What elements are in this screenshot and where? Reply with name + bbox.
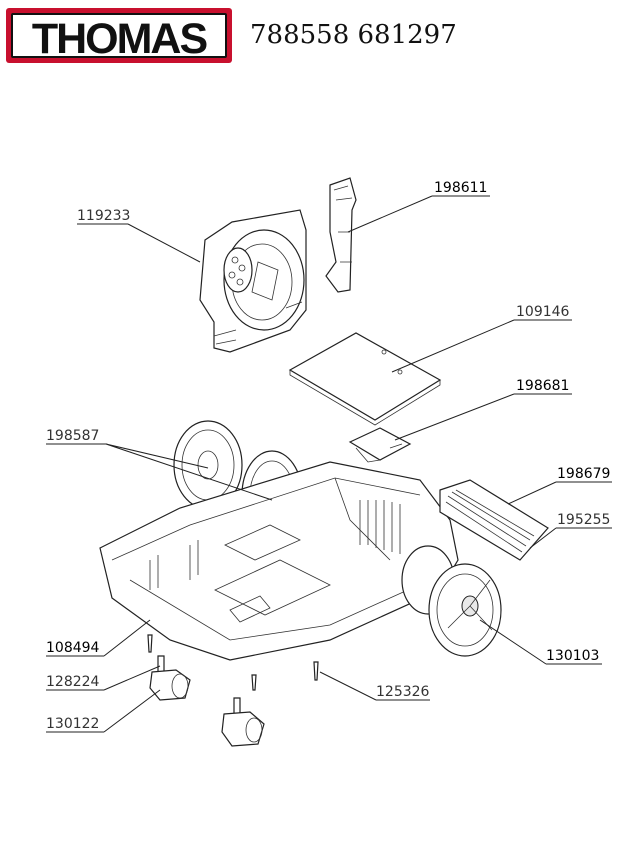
label-198679: 198679: [557, 466, 610, 482]
part-130103-rear-wheel: [401, 545, 502, 657]
part-119233-motor-housing: [199, 209, 307, 353]
label-198681: 198681: [516, 378, 569, 394]
label-128224: 128224: [46, 674, 100, 690]
label-125326: 125326: [376, 684, 430, 700]
label-198611: 198611: [434, 180, 487, 196]
part-198679-grille: [439, 479, 549, 561]
model-numbers: 788558 681297: [250, 20, 457, 50]
label-130103: 130103: [546, 648, 599, 664]
logo-text: THOMAS: [31, 15, 208, 63]
label-109146: 109146: [516, 304, 570, 320]
part-screws: [147, 634, 319, 691]
label-198587: 198587: [46, 428, 99, 444]
part-108494-base-body: [99, 461, 459, 661]
logo-inner: THOMAS: [11, 13, 227, 63]
label-195255: 195255: [557, 512, 610, 528]
leader-lines: [46, 195, 612, 733]
part-109146-filter-plate: [288, 332, 442, 426]
brand-logo: THOMAS: [6, 8, 232, 63]
part-labels: 198611 119233 109146 198681 198587 19867…: [46, 180, 610, 732]
label-130122: 130122: [46, 716, 99, 732]
label-108494: 108494: [46, 640, 100, 656]
label-119233: 119233: [77, 208, 130, 224]
part-130122-casters: [149, 655, 265, 747]
part-198611-bracket: [325, 177, 357, 293]
part-198681-small-plate: [348, 427, 412, 463]
